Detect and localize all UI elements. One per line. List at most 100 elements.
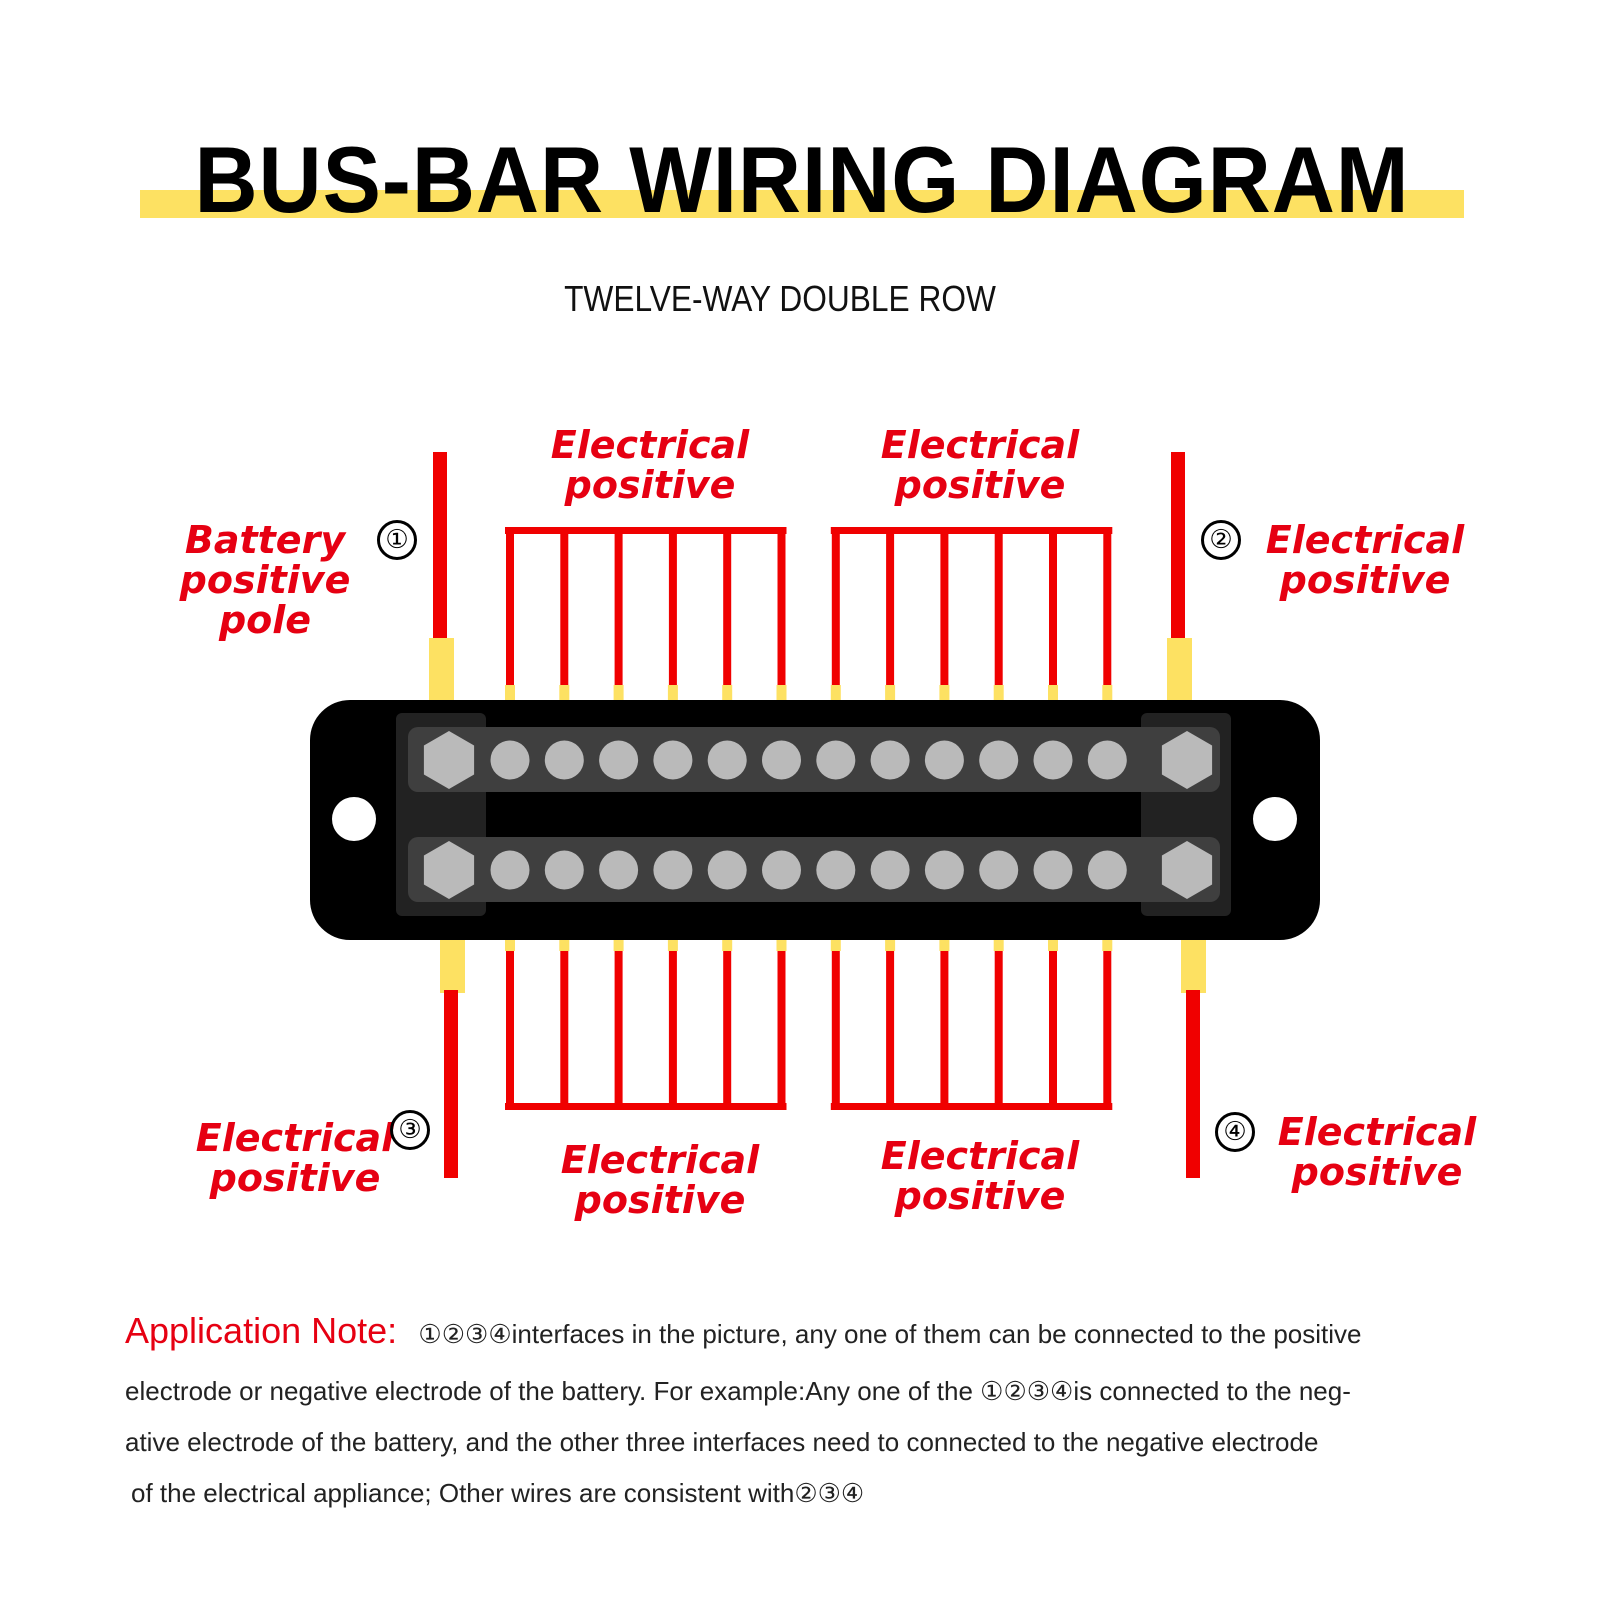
label-bottom-group-right: Electrical positive: [865, 1136, 1095, 1216]
top-wire: [1103, 527, 1112, 687]
mounting-hole-right: [1253, 797, 1297, 841]
label-line: positive: [894, 1174, 1066, 1218]
terminal-stud: [816, 740, 856, 780]
bottom-wire: [940, 950, 949, 1110]
label-bottom-group-left: Electrical positive: [545, 1140, 775, 1220]
terminal-stud: [1033, 740, 1073, 780]
terminal-stud: [1087, 850, 1127, 890]
note-line-2: electrode or negative electrode of the b…: [125, 1376, 1351, 1406]
terminal-stud: [490, 740, 530, 780]
label-line: Electrical: [195, 1116, 395, 1160]
top-wire-harness: [505, 527, 1113, 730]
note-heading: Application Note:: [125, 1310, 398, 1351]
top-wire: [831, 527, 840, 687]
bottom-wire: [668, 950, 677, 1110]
label-line: Electrical: [1277, 1110, 1477, 1154]
terminal-stud: [599, 850, 639, 890]
top-wire: [886, 527, 895, 687]
label-line: Electrical: [560, 1138, 760, 1182]
note-line-4: of the electrical appliance; Other wires…: [131, 1478, 865, 1508]
terminal-studs: [423, 731, 1213, 899]
note-line-1: Application Note: ①②③④interfaces in the …: [125, 1310, 1362, 1352]
main-stud-hex-right-row1: [1161, 731, 1213, 789]
interface-number-1: ①: [377, 520, 417, 560]
top-harness-bus-2: [830, 527, 1113, 534]
top-wire: [777, 527, 786, 687]
terminal-stud: [924, 850, 964, 890]
top-wire: [994, 527, 1003, 687]
bottom-wire: [614, 950, 623, 1110]
interface-number-2: ②: [1201, 520, 1241, 560]
main-stud-hex-left-row1: [423, 731, 475, 789]
bottom-wire: [831, 950, 840, 1110]
terminal-stud: [762, 740, 801, 780]
top-wire: [668, 527, 677, 687]
terminal-stud: [653, 850, 693, 890]
label-line: Electrical: [1265, 518, 1465, 562]
subtitle: TWELVE-WAY DOUBLE ROW: [564, 278, 996, 319]
bottom-wire: [1049, 950, 1057, 1110]
note-line-3: ative electrode of the battery, and the …: [125, 1427, 1319, 1457]
terminal-stud: [816, 850, 856, 890]
label-line: positive: [1279, 558, 1451, 602]
terminal-stud: [979, 850, 1019, 890]
terminal-stud: [870, 740, 910, 780]
lead-4-wire: [1186, 990, 1200, 1178]
bottom-harness-bus-1: [505, 1103, 787, 1110]
terminal-stud: [707, 850, 747, 890]
terminal-stud: [490, 850, 530, 890]
interface-number-4: ④: [1215, 1112, 1255, 1152]
top-wire: [506, 527, 514, 687]
top-wire: [560, 527, 569, 687]
terminal-stud: [653, 740, 693, 780]
top-wire: [614, 527, 623, 687]
bottom-wire: [994, 950, 1003, 1110]
label-top-group-right: Electrical positive: [865, 425, 1095, 505]
bottom-wire: [777, 950, 786, 1110]
label-line: Electrical: [880, 423, 1080, 467]
label-top-right: Electrical positive: [1250, 520, 1480, 600]
terminal-stud: [870, 850, 910, 890]
bottom-wire: [886, 950, 895, 1110]
label-battery-positive: Battery positive pole: [130, 520, 400, 640]
top-wire: [1049, 527, 1057, 687]
label-line: positive: [894, 463, 1066, 507]
bottom-wire: [1103, 950, 1112, 1110]
lead-2-wire: [1171, 452, 1185, 640]
label-bottom-left: Electrical positive: [180, 1118, 410, 1198]
main-stud-hex-right-row2: [1161, 841, 1213, 899]
label-bottom-right: Electrical positive: [1262, 1112, 1492, 1192]
bottom-wire: [723, 950, 732, 1110]
label-line: positive: [209, 1156, 381, 1200]
label-line: positive: [564, 463, 736, 507]
terminal-stud: [544, 740, 584, 780]
terminal-stud: [599, 740, 639, 780]
main-stud-hex-left-row2: [423, 841, 475, 899]
lead-1-wire: [433, 452, 447, 640]
terminal-stud: [924, 740, 964, 780]
terminal-stud: [1033, 850, 1073, 890]
bottom-wire: [560, 950, 569, 1110]
terminal-stud: [544, 850, 584, 890]
title-highlight-bar: [140, 190, 1464, 218]
terminal-stud: [707, 740, 747, 780]
page-title: BUS-BAR WIRING DIAGRAM: [194, 127, 1410, 232]
label-top-group-left: Electrical positive: [535, 425, 765, 505]
label-line: Electrical: [880, 1134, 1080, 1178]
label-line: positive: [574, 1178, 746, 1222]
mounting-hole-left: [332, 797, 376, 841]
bottom-wire: [506, 950, 514, 1110]
terminal-stud: [1087, 740, 1127, 780]
label-line: positive: [1291, 1150, 1463, 1194]
label-line: positive pole: [179, 558, 351, 642]
note-text: ①②③④interfaces in the picture, any one o…: [418, 1319, 1362, 1349]
bottom-harness-bus-2: [830, 1103, 1113, 1110]
title-block: BUS-BAR WIRING DIAGRAM: [140, 130, 1464, 230]
label-line: Battery: [184, 518, 346, 562]
terminal-stud: [762, 850, 801, 890]
terminal-stud: [979, 740, 1019, 780]
top-harness-bus-1: [505, 527, 787, 534]
lead-3-wire: [444, 990, 458, 1178]
interface-number-3: ③: [390, 1110, 430, 1150]
label-line: Electrical: [550, 423, 750, 467]
